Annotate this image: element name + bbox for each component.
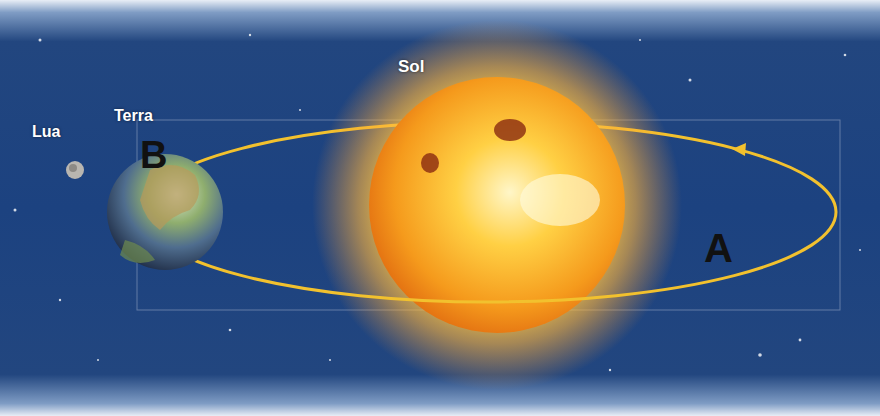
moon-label: Lua	[32, 124, 60, 140]
sun-label: Sol	[398, 58, 424, 75]
point-label: A	[704, 228, 733, 268]
earth-label: Terra	[114, 108, 153, 124]
point-label: B	[140, 136, 167, 174]
